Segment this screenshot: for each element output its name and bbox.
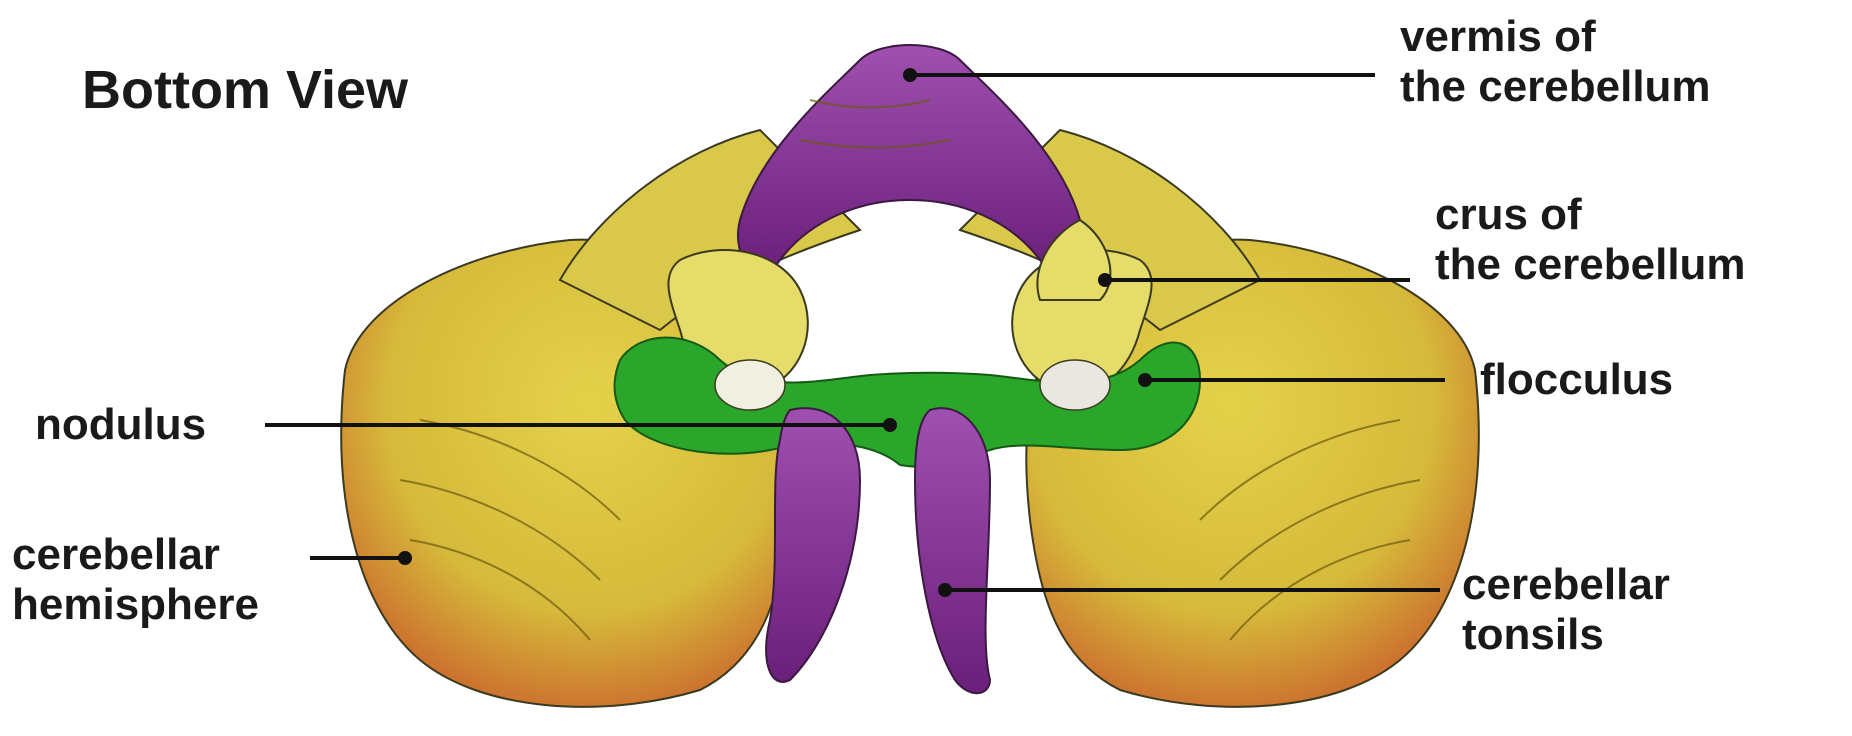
label-crus: crus of the cerebellum: [1435, 190, 1746, 290]
right-inner-spot-shape: [1040, 360, 1110, 410]
diagram-title: Bottom View: [82, 60, 408, 120]
label-nodulus: nodulus: [35, 400, 206, 450]
label-crus-line2: the cerebellum: [1435, 240, 1746, 290]
right-tonsil-shape: [915, 408, 990, 693]
label-hemisphere: cerebellar hemisphere: [12, 530, 259, 630]
label-hemisphere-line2: hemisphere: [12, 580, 259, 630]
label-hemisphere-line1: cerebellar: [12, 530, 259, 580]
label-vermis-line1: vermis of: [1400, 12, 1711, 62]
label-vermis: vermis of the cerebellum: [1400, 12, 1711, 112]
left-inner-spot-shape: [715, 360, 785, 410]
label-flocculus: flocculus: [1480, 355, 1673, 405]
label-vermis-line2: the cerebellum: [1400, 62, 1711, 112]
central-notch-shape: [808, 215, 1012, 373]
label-crus-line1: crus of: [1435, 190, 1746, 240]
label-tonsils: cerebellar tonsils: [1462, 560, 1670, 660]
left-tonsil-shape: [766, 408, 860, 682]
label-tonsils-line2: tonsils: [1462, 610, 1670, 660]
label-tonsils-line1: cerebellar: [1462, 560, 1670, 610]
